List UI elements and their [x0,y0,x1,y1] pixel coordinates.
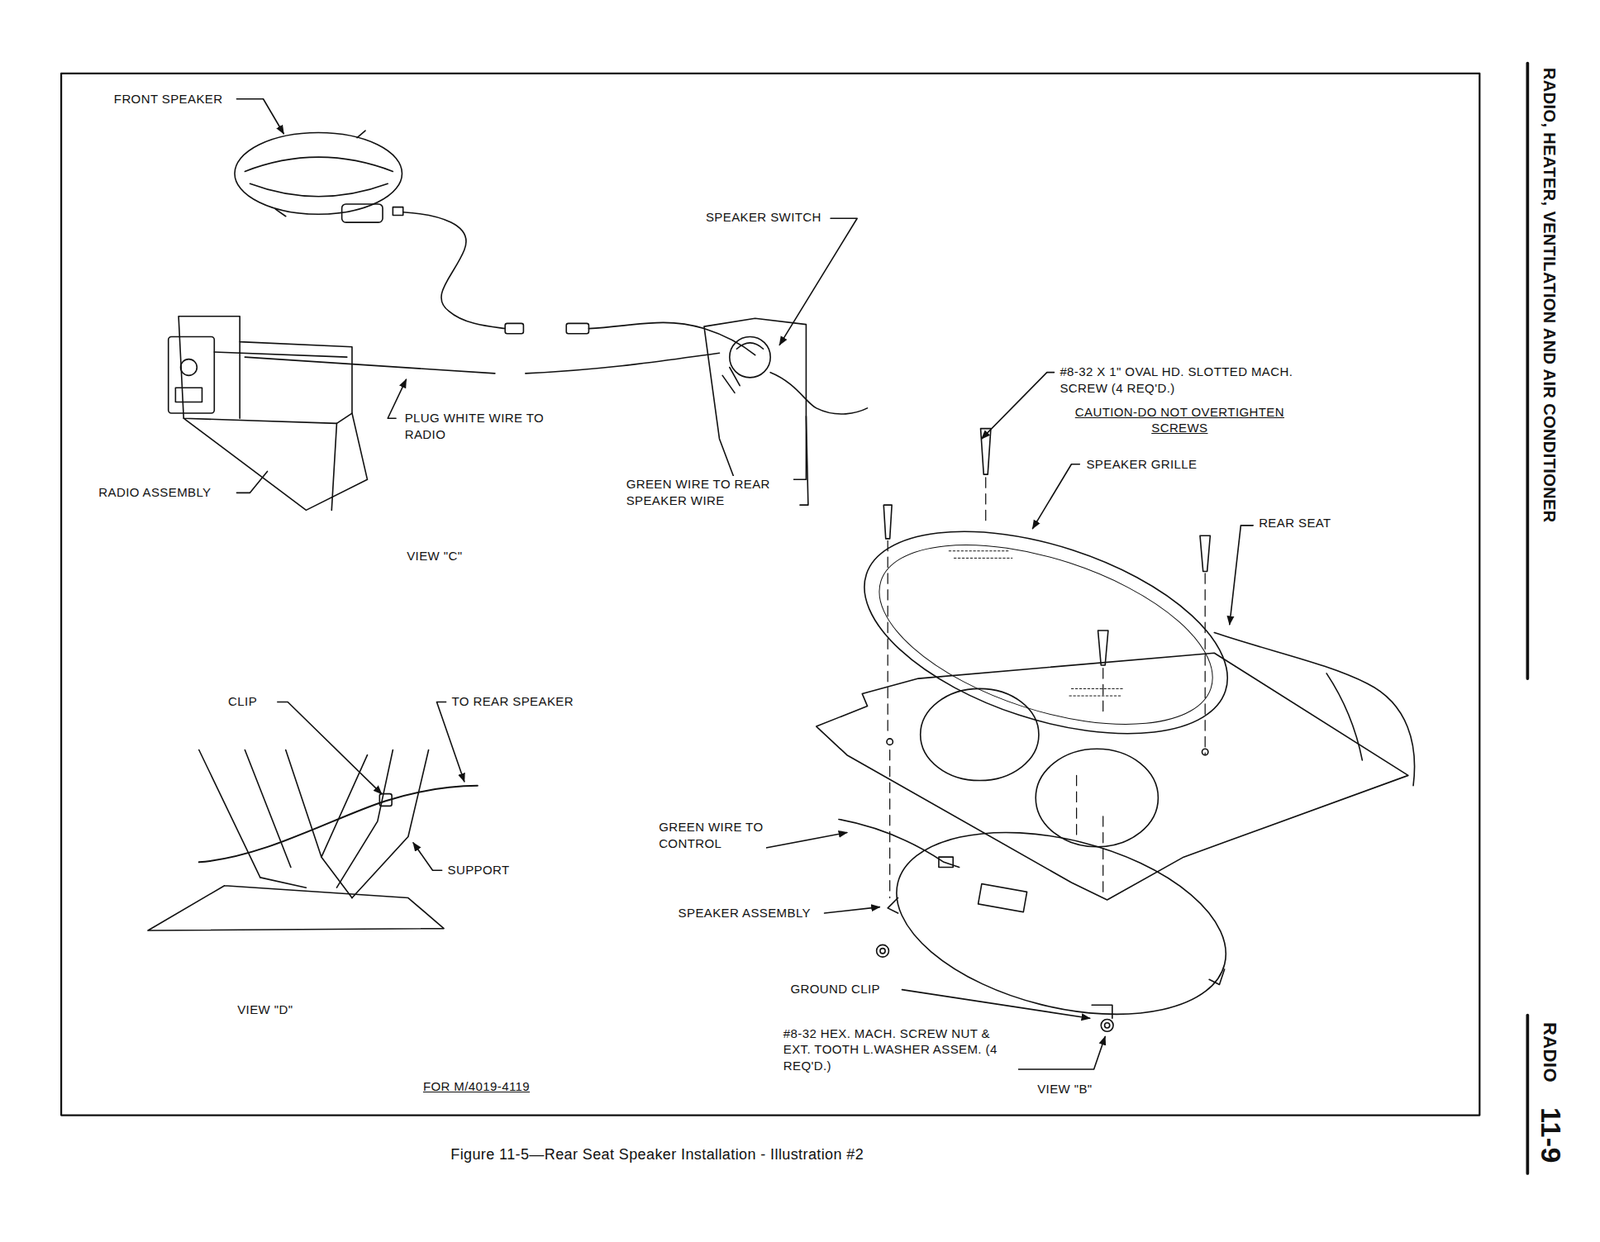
support [147,750,478,932]
rear-seat [1214,633,1415,786]
part-label: PLUG WHITE WIRE TO RADIO [403,409,549,443]
part-label: GREEN WIRE TO REAR SPEAKER WIRE [624,476,794,509]
figure-caption: Figure 11-5—Rear Seat Speaker Installati… [448,1145,866,1165]
view-label: VIEW "B" [1035,1080,1094,1098]
part-label: CLIP [226,693,259,710]
speaker-switch [704,318,868,480]
part-label: REAR SEAT [1257,514,1334,532]
part-label: GROUND CLIP [788,980,882,998]
speaker-wire [244,212,755,374]
package-shelf [816,652,1409,900]
speaker-assembly [838,801,1245,1046]
hardware-note: #8-32 HEX. MACH. SCREW NUT & EXT. TOOTH … [781,1025,1019,1075]
view-label: VIEW "C" [404,547,464,565]
speaker-grille [839,491,1253,774]
page-number: 11-9 [1534,1105,1567,1166]
part-label: SUPPORT [446,861,512,879]
hardware-note: #8-32 X 1" OVAL HD. SLOTTED MACH. SCREW … [1057,363,1320,396]
section-header: RADIO [1539,1020,1561,1085]
part-label: SPEAKER ASSEMBLY [676,904,813,922]
page-border [61,73,1480,1116]
front-speaker [234,130,404,223]
part-label: GREEN WIRE TO CONTROL [657,819,767,852]
part-label: RADIO ASSEMBLY [96,484,213,501]
leader-line [236,99,1253,1070]
part-label: SPEAKER GRILLE [1084,456,1199,473]
part-label: SPEAKER SWITCH [704,209,824,226]
view-label: VIEW "D" [235,1001,295,1019]
header-bar [1525,1015,1529,1174]
part-label: TO REAR SPEAKER [450,693,576,710]
model-note: FOR M/4019-4119 [421,1078,532,1096]
header-bar [1525,63,1529,680]
caution-note: CAUTION-DO NOT OVERTIGHTEN SCREWS [1057,404,1301,437]
part-label: FRONT SPEAKER [112,90,225,108]
section-header: RADIO, HEATER, VENTILATION AND AIR CONDI… [1539,66,1559,525]
screw [883,428,1210,666]
nut [876,944,1114,1032]
radio-assembly [168,316,368,511]
